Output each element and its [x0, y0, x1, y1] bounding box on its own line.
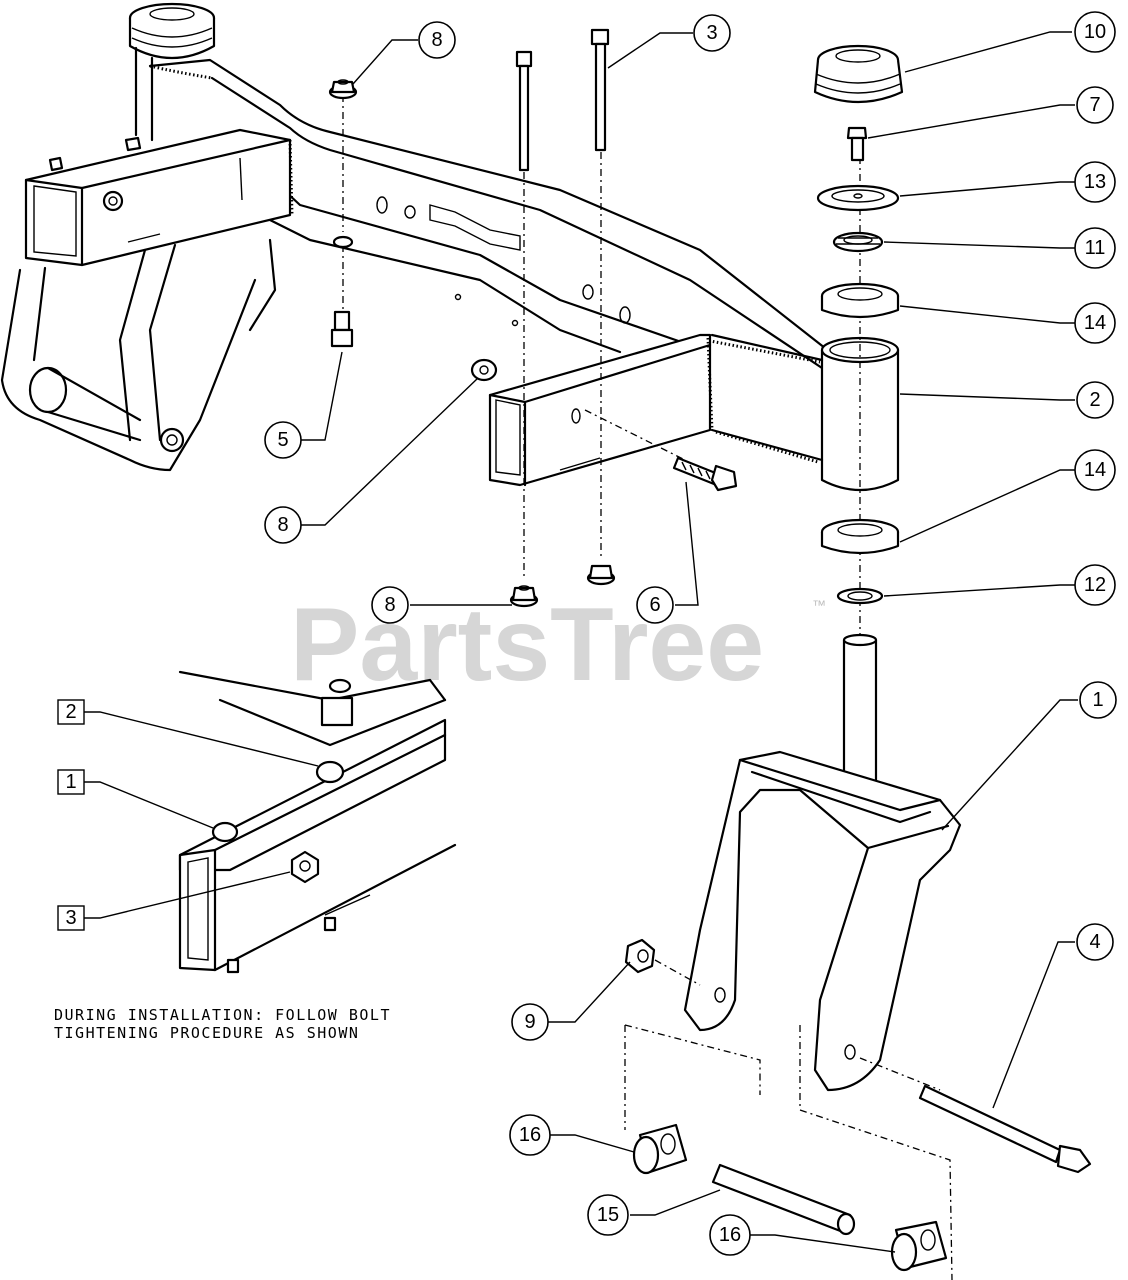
flange-nut-bottom-left	[509, 585, 539, 608]
spindle-bolt	[846, 126, 868, 162]
sequence-box-1: 1	[57, 769, 85, 795]
callout-4: 4	[1076, 923, 1114, 961]
callout-16-right: 16	[709, 1214, 751, 1256]
svg-text:8: 8	[384, 594, 395, 616]
svg-text:3: 3	[65, 907, 76, 929]
front-axle-frame	[0, 2, 900, 492]
installation-note-line-1: DURING INSTALLATION: FOLLOW BOLT	[54, 1006, 391, 1024]
seal	[832, 231, 884, 253]
callout-6: 6	[636, 586, 674, 624]
callout-16-left: 16	[509, 1114, 551, 1156]
callout-1: 1	[1079, 681, 1117, 719]
flange-nut-top	[328, 79, 358, 100]
svg-text:8: 8	[277, 514, 288, 536]
thrust-washer	[816, 184, 900, 212]
bolt-long-right	[590, 28, 610, 152]
callout-7: 7	[1076, 86, 1114, 124]
callout-5: 5	[264, 421, 302, 459]
wheel-fork	[683, 633, 962, 1092]
shoulder-bolt	[330, 310, 354, 348]
leader-lines	[84, 31, 1078, 1253]
flat-washer	[836, 587, 884, 605]
svg-text:15: 15	[597, 1204, 619, 1226]
spacer-left	[632, 1123, 688, 1175]
callout-12: 12	[1074, 564, 1116, 606]
callout-2: 2	[1076, 381, 1114, 419]
sequence-box-3: 3	[57, 905, 85, 931]
callout-3: 3	[693, 14, 731, 52]
svg-text:16: 16	[719, 1224, 741, 1246]
svg-text:1: 1	[65, 771, 76, 793]
svg-text:10: 10	[1084, 21, 1106, 43]
bearing-bottom	[820, 518, 900, 555]
bearing-top	[820, 282, 900, 319]
callout-8-middle: 8	[264, 506, 302, 544]
svg-text:16: 16	[519, 1124, 541, 1146]
lock-nut	[624, 938, 656, 974]
svg-text:2: 2	[65, 701, 76, 723]
callout-14-bottom: 14	[1074, 449, 1116, 491]
callout-10: 10	[1074, 11, 1116, 53]
svg-text:1: 1	[1092, 689, 1103, 711]
svg-text:13: 13	[1084, 171, 1106, 193]
sequence-box-2: 2	[57, 699, 85, 725]
svg-text:8: 8	[431, 29, 442, 51]
svg-text:6: 6	[649, 594, 660, 616]
svg-text:7: 7	[1089, 94, 1100, 116]
callout-8-top: 8	[418, 21, 456, 59]
svg-text:4: 4	[1089, 931, 1100, 953]
inset-tightening-detail	[178, 670, 457, 974]
callout-15: 15	[587, 1194, 629, 1236]
svg-text:14: 14	[1084, 459, 1106, 481]
hex-bolt-horizontal	[672, 456, 738, 492]
spacer-right	[890, 1220, 948, 1272]
watermark-trademark: ™	[812, 597, 826, 613]
svg-text:2: 2	[1089, 389, 1100, 411]
svg-text:3: 3	[706, 22, 717, 44]
svg-text:12: 12	[1084, 574, 1106, 596]
callout-14-top: 14	[1074, 302, 1116, 344]
callout-8-bottom: 8	[371, 586, 409, 624]
washer-middle	[470, 358, 498, 382]
installation-note-line-2: TIGHTENING PROCEDURE AS SHOWN	[54, 1024, 359, 1042]
svg-text:11: 11	[1085, 237, 1106, 259]
svg-text:9: 9	[524, 1011, 535, 1033]
dust-cap	[813, 44, 904, 104]
svg-text:14: 14	[1084, 312, 1106, 334]
bolt-long-left	[515, 50, 533, 172]
callout-13: 13	[1074, 161, 1116, 203]
svg-text:5: 5	[277, 429, 288, 451]
axle-bolt	[918, 1084, 1092, 1174]
callout-9: 9	[511, 1003, 549, 1041]
flange-nut-bottom-right	[586, 564, 616, 586]
axle-sleeve	[711, 1163, 856, 1236]
callout-11: 11	[1074, 227, 1116, 269]
